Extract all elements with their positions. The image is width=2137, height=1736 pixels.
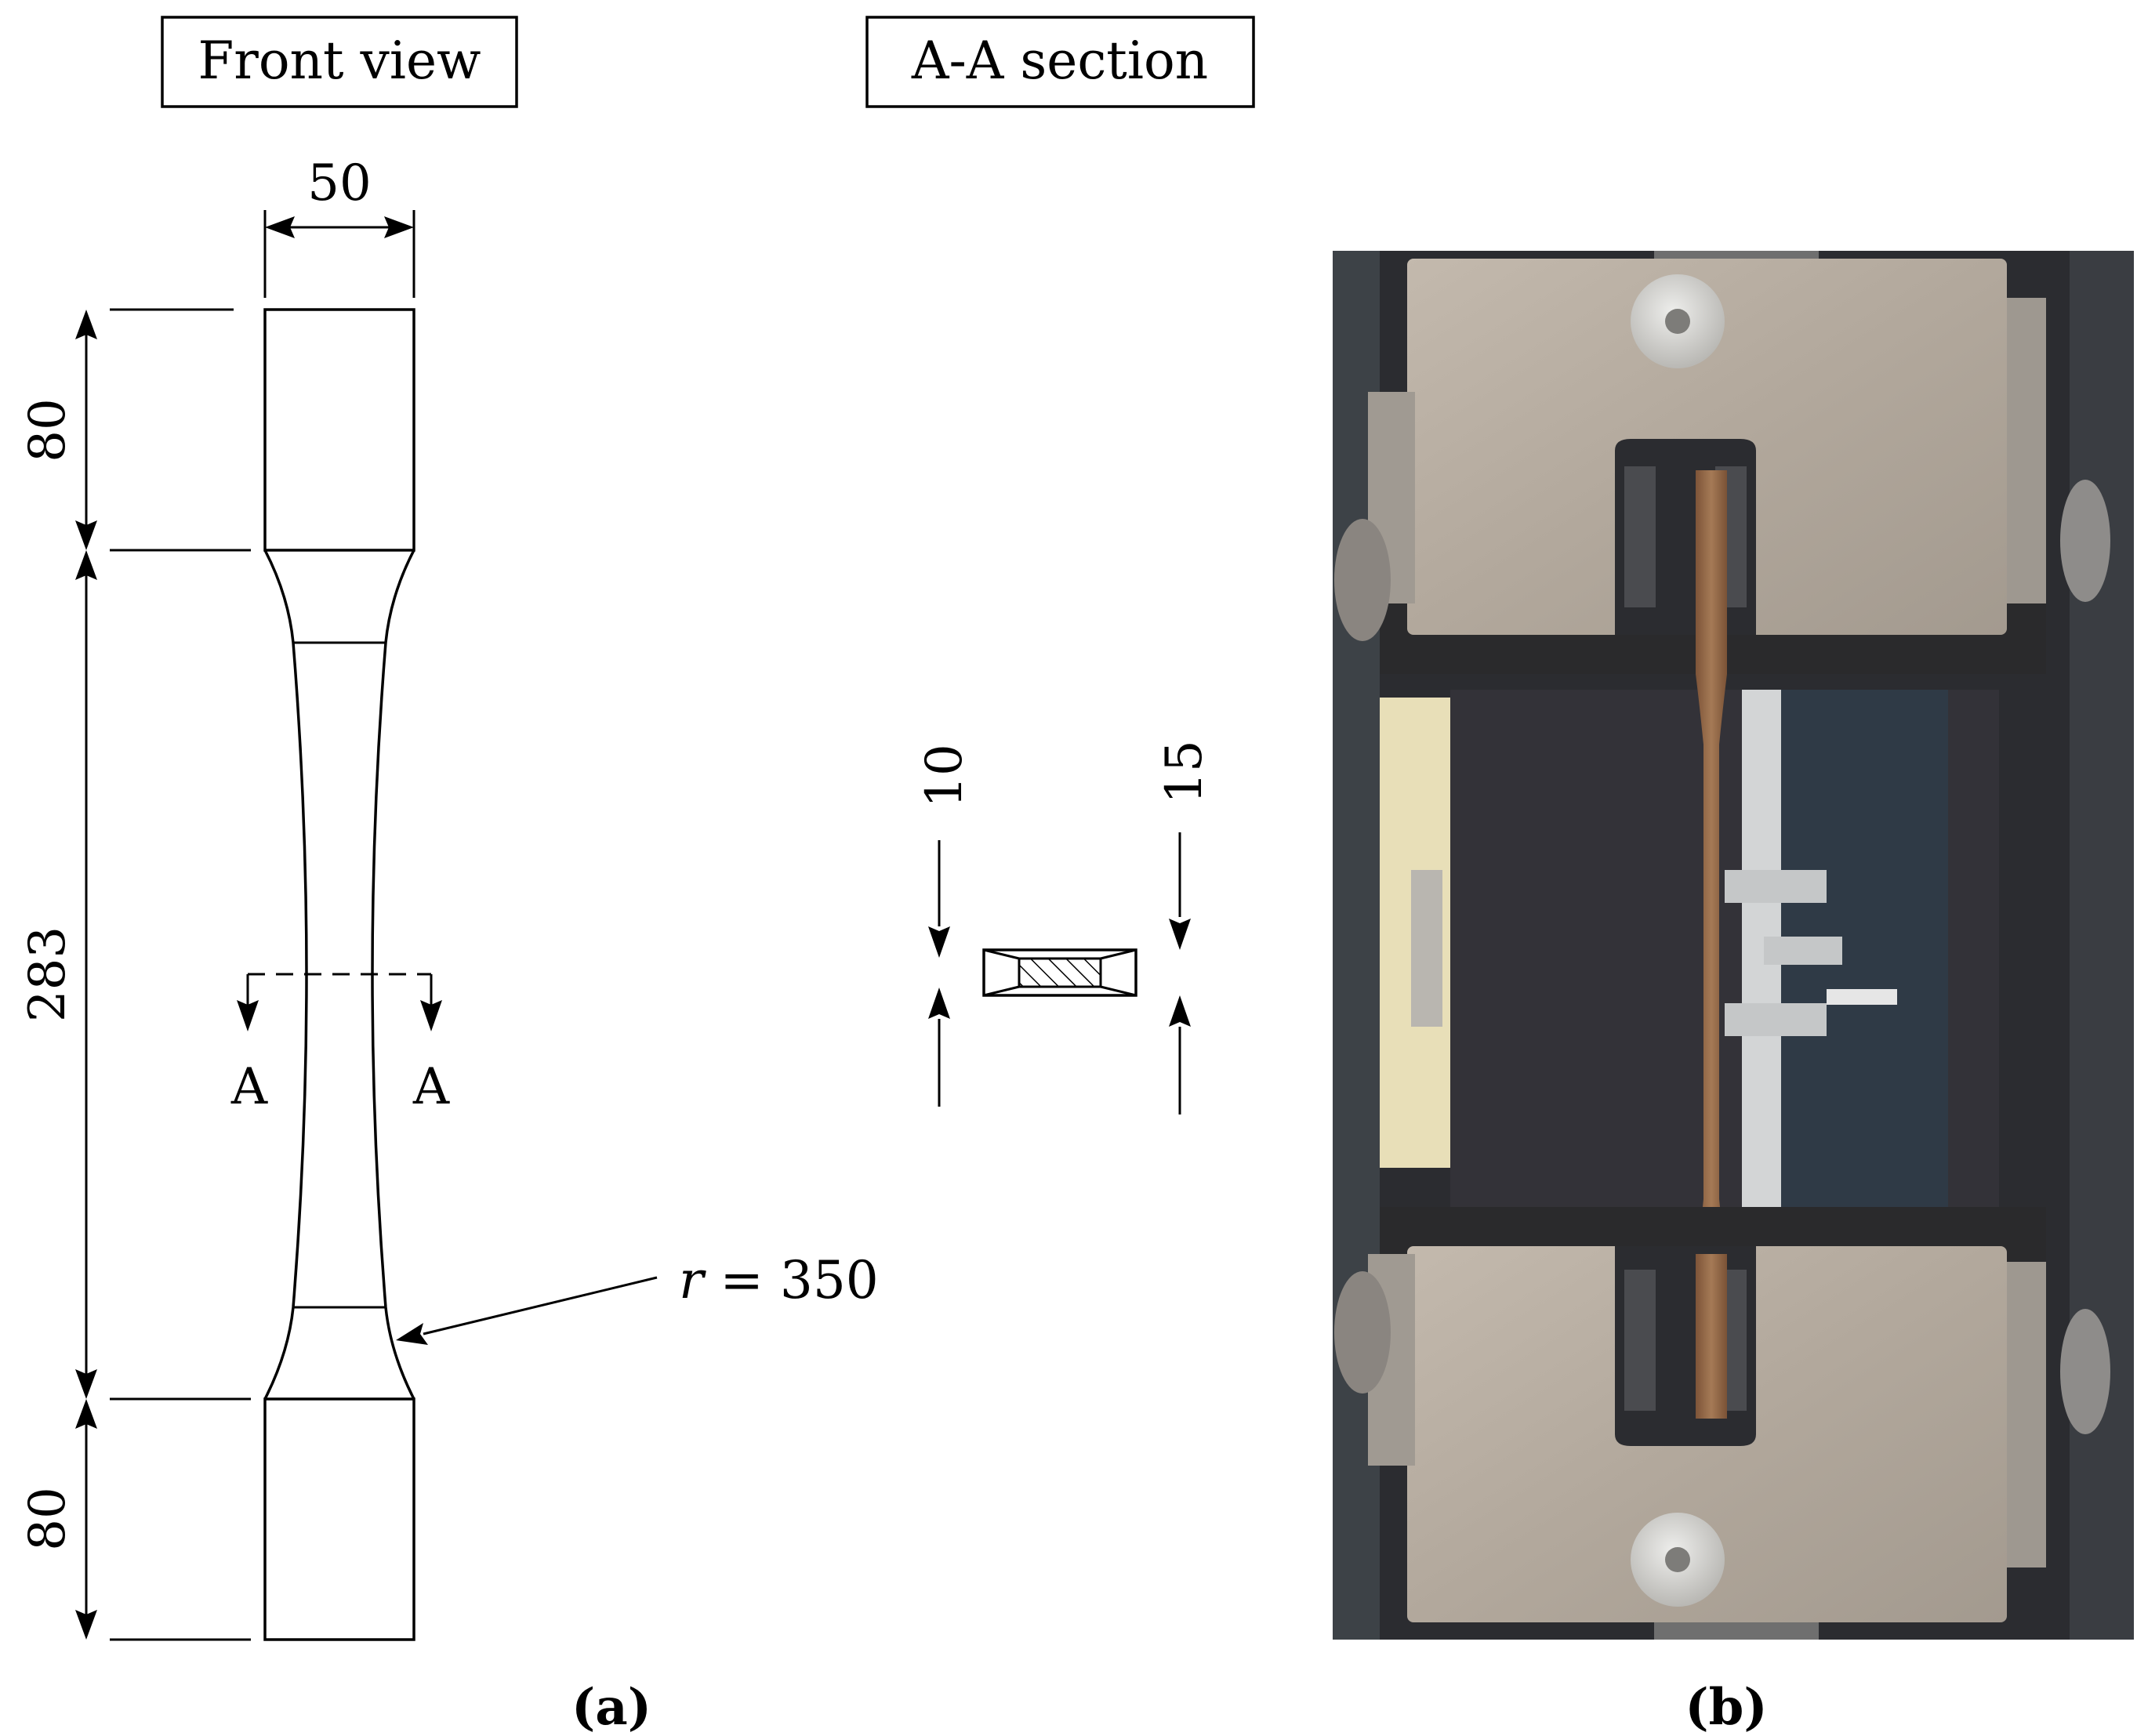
section-label-right: A — [412, 1058, 450, 1116]
front-view-drawing: Front view 50 — [19, 16, 879, 1641]
dim-top-grip-label: 80 — [19, 398, 77, 462]
section-label-left: A — [230, 1058, 268, 1116]
section-dim-right-label: 15 — [1156, 740, 1214, 803]
caption-b: (b) — [1685, 1678, 1767, 1736]
section-cut-marker — [237, 973, 442, 1031]
section-hatched-core — [1018, 957, 1102, 988]
front-view-title: Front view — [198, 31, 481, 91]
radius-label: r = 350 — [679, 1250, 879, 1310]
tensile-testing-machine-photo — [1333, 251, 2134, 1640]
section-title-box — [865, 16, 1255, 108]
section-dim-left-label: 10 — [916, 744, 974, 807]
dim-width-label: 50 — [307, 154, 371, 212]
front-view-title-box — [161, 16, 518, 108]
dim-bottom-grip-label: 80 — [19, 1487, 77, 1550]
caption-a: (a) — [571, 1678, 651, 1736]
section-view-drawing: A-A section 10 15 — [865, 16, 1255, 1114]
section-title: A-A section — [911, 31, 1208, 91]
dim-middle-label: 283 — [19, 926, 77, 1022]
